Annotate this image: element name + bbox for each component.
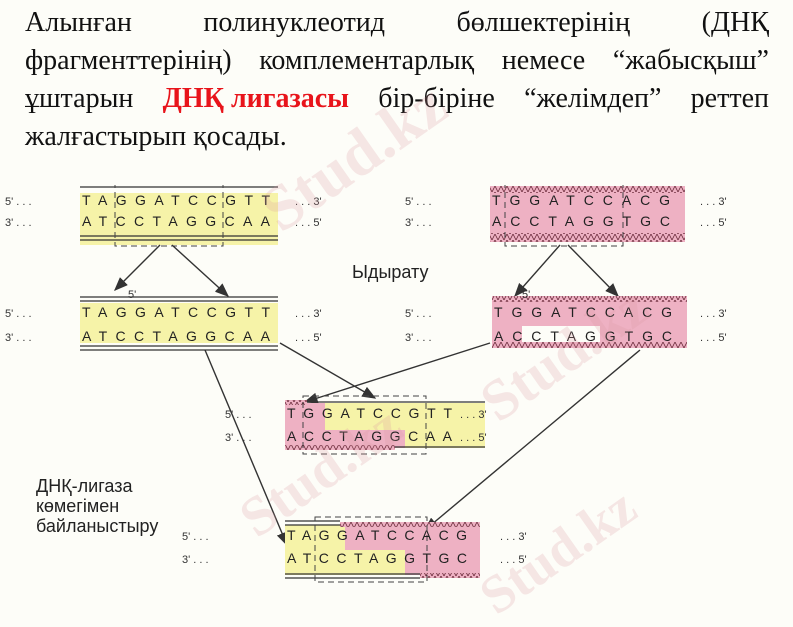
svg-text:3' . . .: 3' . . . <box>5 332 32 344</box>
highlighted-term: ДНҚ лигазасы <box>162 83 350 114</box>
word: бөлшектерінің <box>456 7 631 38</box>
svg-text:. . . 5': . . . 5' <box>700 217 727 229</box>
word: “желімдеп” <box>524 83 662 114</box>
word: бір-біріне <box>378 83 495 114</box>
svg-text:3' . . .: 3' . . . <box>182 554 209 566</box>
svg-text:. . . 5': . . . 5' <box>700 332 727 344</box>
svg-text:. . . 5': . . . 5' <box>295 332 322 344</box>
svg-text:ACCTAGGTGC: ACCTAGGTGC <box>494 328 672 344</box>
paragraph-line-1: Алынған полинуклеотид бөлшектерінің (ДНҚ <box>25 4 769 42</box>
word: реттеп <box>690 83 769 114</box>
svg-text:3' . . .: 3' . . . <box>5 217 32 229</box>
paragraph-line-3: ұштарын ДНҚ лигазасы бір-біріне “желімде… <box>25 80 769 118</box>
svg-text:. . . 5': . . . 5' <box>460 432 487 444</box>
svg-text:. . . 3': . . . 3' <box>460 409 487 421</box>
ligation-label-line: байланыстыру <box>36 516 159 536</box>
svg-text:5': 5' <box>522 289 530 301</box>
svg-text:5' . . .: 5' . . . <box>5 308 32 320</box>
dna-ligation-diagram: TAGGATCCGTT ATCCTAGGCAA 5' . . . 3' . . … <box>0 179 793 600</box>
fragment-a: TAGGATCCGTT ATCCTAGGCAA 5' . . . 3' . . … <box>5 179 322 247</box>
diagram-graphic: TAGGATCCGTT ATCCTAGGCAA 5' . . . 3' . . … <box>5 179 727 583</box>
word: жалғастырып қосады. <box>25 121 287 152</box>
svg-text:. . . 5': . . . 5' <box>295 217 322 229</box>
svg-text:. . . 3': . . . 3' <box>700 196 727 208</box>
paragraph-line-4: жалғастырып қосады. <box>25 118 769 156</box>
svg-text:. . . 3': . . . 3' <box>295 308 322 320</box>
svg-text:5' . . .: 5' . . . <box>405 196 432 208</box>
svg-text:5' . . .: 5' . . . <box>405 308 432 320</box>
word: полинуклеотид <box>203 7 386 38</box>
svg-text:3' . . .: 3' . . . <box>225 432 252 444</box>
word: фрагменттерінің) <box>25 45 232 76</box>
description-paragraph: Алынған полинуклеотид бөлшектерінің (ДНҚ… <box>25 4 769 156</box>
fragment-b: TGGATCCACG ACCTAGGTGC 5' . . . 3' . . . … <box>405 179 727 247</box>
ligation-label: ДНҚ-лигаза көмегімен байланыстыру <box>36 476 158 536</box>
ligation-label-line: ДНҚ-лигаза <box>36 476 133 496</box>
cleavage-label: Ыдырату <box>352 262 429 282</box>
svg-text:. . . 5': . . . 5' <box>500 554 527 566</box>
svg-text:. . . 3': . . . 3' <box>700 308 727 320</box>
ligation-label-line: көмегімен <box>36 496 120 516</box>
svg-text:. . . 3': . . . 3' <box>295 196 322 208</box>
hybrid-fragment-1: TGGATCCGTT ACCTAGGCAA 5' . . . 3' . . . … <box>225 395 487 455</box>
svg-text:3' . . .: 3' . . . <box>405 332 432 344</box>
word: комплементарлық <box>259 45 475 76</box>
paragraph-line-2: фрагменттерінің) комплементарлық немесе … <box>25 42 769 80</box>
hybrid-fragment-2: TAGGATCCACG ATCCTAGGTGC 5' . . . 3' . . … <box>182 516 527 583</box>
svg-text:. . . 3': . . . 3' <box>500 531 527 543</box>
word: немесе <box>501 45 586 76</box>
svg-text:5': 5' <box>128 289 136 301</box>
word: Алынған <box>25 7 132 38</box>
word: (ДНҚ <box>701 7 769 38</box>
svg-text:5' . . .: 5' . . . <box>5 196 32 208</box>
word: “жабысқыш” <box>612 45 769 76</box>
word: ұштарын <box>25 83 134 114</box>
svg-text:5' . . .: 5' . . . <box>182 531 209 543</box>
cleaved-fragment-b: 5' TGGATCCACG ACCTAGGTGC 5' . . . 3' . .… <box>405 289 727 348</box>
svg-text:5' . . .: 5' . . . <box>225 409 252 421</box>
svg-text:3' . . .: 3' . . . <box>405 217 432 229</box>
cleaved-fragment-a: 5' TAGGATCCGTT ATCCTAGGCAA 5' . . . 3' .… <box>5 289 322 351</box>
